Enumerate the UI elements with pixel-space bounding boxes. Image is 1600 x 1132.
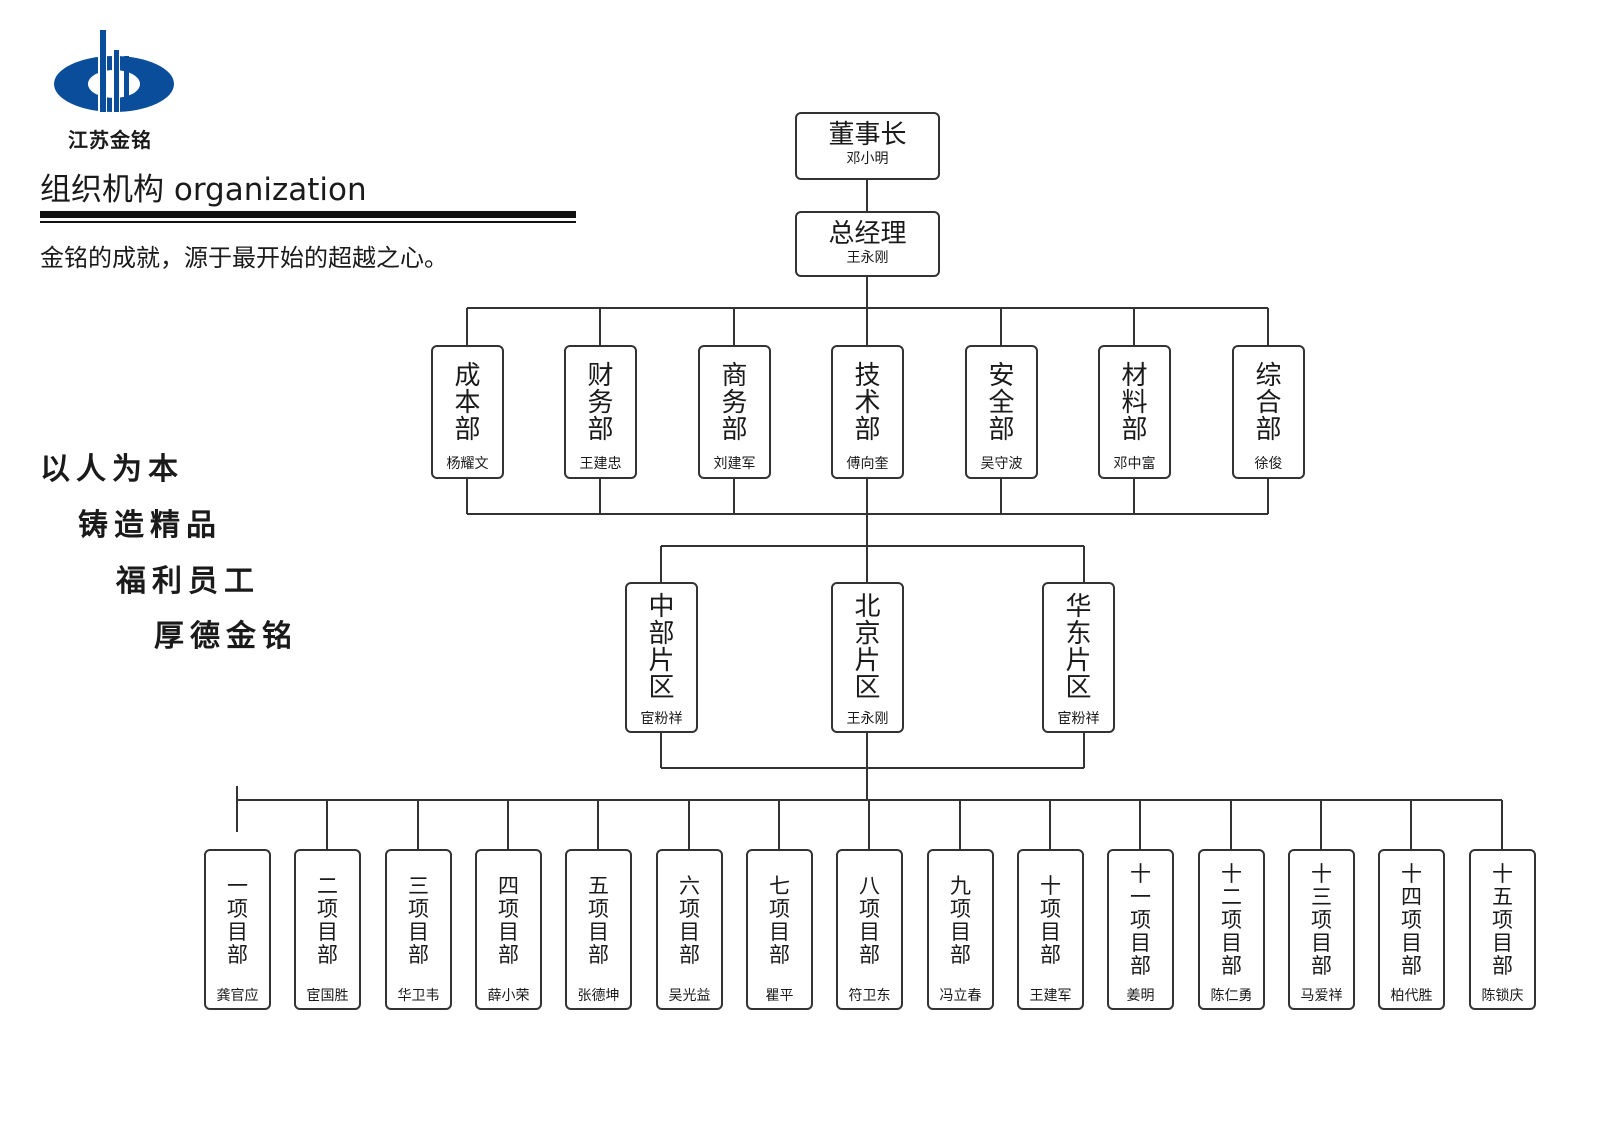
title-rule-thin: [40, 221, 576, 223]
org-node-department: 安全部 吴守波: [965, 345, 1038, 479]
org-node-department: 财务部 王建忠: [564, 345, 637, 479]
node-title: 财务部: [587, 361, 614, 445]
node-title: 综合部: [1255, 361, 1282, 445]
node-person: 王建军: [1029, 988, 1072, 1004]
org-node-department: 综合部 徐俊: [1232, 345, 1305, 479]
node-person: 陈锁庆: [1481, 988, 1524, 1004]
node-title: 成本部: [454, 361, 481, 445]
node-person: 邓中富: [1113, 456, 1156, 472]
node-title: 十二项目部: [1221, 862, 1242, 978]
org-node-project: 八项目部 符卫东: [836, 849, 903, 1010]
node-person: 邓小明: [846, 151, 889, 167]
node-person: 宦粉祥: [1057, 711, 1100, 727]
motto-line-3: 福利员工: [116, 564, 260, 599]
org-node-department: 商务部 刘建军: [698, 345, 771, 479]
node-title: 十项目部: [1040, 874, 1061, 967]
org-node-project: 四项目部 薛小荣: [475, 849, 542, 1010]
node-title: 八项目部: [859, 874, 880, 967]
org-node-project: 六项目部 吴光益: [656, 849, 723, 1010]
node-title: 五项目部: [588, 874, 609, 967]
node-person: 柏代胜: [1390, 988, 1433, 1004]
node-person: 张德坤: [577, 988, 620, 1004]
org-node-department: 成本部 杨耀文: [431, 345, 504, 479]
org-node-project: 七项目部 瞿平: [746, 849, 813, 1010]
org-node-region: 华东片区 宦粉祥: [1042, 582, 1115, 733]
node-person: 马爱祥: [1300, 988, 1343, 1004]
node-title: 七项目部: [769, 874, 790, 967]
node-title: 三项目部: [408, 874, 429, 967]
org-node-department: 材料部 邓中富: [1098, 345, 1171, 479]
node-person: 吴守波: [980, 456, 1023, 472]
node-title: 商务部: [721, 361, 748, 445]
org-node-project: 十二项目部 陈仁勇: [1198, 849, 1265, 1010]
company-name: 江苏金铭: [68, 128, 152, 152]
node-person: 陈仁勇: [1210, 988, 1253, 1004]
org-node-project: 十一项目部 姜明: [1107, 849, 1174, 1010]
org-node-project: 十五项目部 陈锁庆: [1469, 849, 1536, 1010]
motto-line-1: 以人为本: [40, 452, 184, 487]
node-person: 杨耀文: [446, 456, 489, 472]
org-node-project: 九项目部 冯立春: [927, 849, 994, 1010]
node-title: 董事长: [828, 120, 907, 150]
org-node-project: 五项目部 张德坤: [565, 849, 632, 1010]
node-title: 材料部: [1121, 361, 1148, 445]
node-person: 王建忠: [579, 456, 622, 472]
node-person: 华卫韦: [397, 988, 440, 1004]
node-person: 吴光益: [668, 988, 711, 1004]
motto-line-4: 厚德金铭: [154, 619, 298, 654]
company-logo: [54, 28, 174, 114]
node-title: 十四项目部: [1401, 862, 1422, 978]
node-person: 符卫东: [848, 988, 891, 1004]
node-title: 十三项目部: [1311, 862, 1332, 978]
node-title: 一项目部: [227, 874, 248, 967]
node-title: 六项目部: [679, 874, 700, 967]
node-person: 刘建军: [713, 456, 756, 472]
org-node-project: 二项目部 宦国胜: [294, 849, 361, 1010]
node-title: 中部片区: [648, 592, 675, 703]
org-node-project: 十四项目部 柏代胜: [1378, 849, 1445, 1010]
slogan: 金铭的成就，源于最开始的超越之心。: [40, 244, 448, 272]
org-node-region: 北京片区 王永刚: [831, 582, 904, 733]
node-title: 九项目部: [950, 874, 971, 967]
node-person: 王永刚: [846, 711, 889, 727]
node-person: 冯立春: [939, 988, 982, 1004]
node-title: 总经理: [828, 219, 907, 249]
node-title: 北京片区: [854, 592, 881, 703]
org-node-region: 中部片区 宦粉祥: [625, 582, 698, 733]
node-title: 技术部: [854, 361, 881, 445]
org-node-project: 十项目部 王建军: [1017, 849, 1084, 1010]
page-title: 组织机构 organization: [40, 172, 367, 208]
node-person: 薛小荣: [487, 988, 530, 1004]
node-person: 徐俊: [1254, 456, 1283, 472]
org-node-project: 十三项目部 马爱祥: [1288, 849, 1355, 1010]
node-person: 王永刚: [846, 250, 889, 266]
node-person: 宦国胜: [306, 988, 349, 1004]
node-title: 安全部: [988, 361, 1015, 445]
node-title: 四项目部: [498, 874, 519, 967]
node-title: 十一项目部: [1130, 862, 1151, 978]
node-person: 傅向奎: [846, 456, 889, 472]
node-person: 瞿平: [765, 988, 794, 1004]
org-node-general-manager: 总经理 王永刚: [795, 211, 940, 277]
node-person: 龚官应: [216, 988, 259, 1004]
motto-line-2: 铸造精品: [78, 508, 222, 543]
title-rule-thick: [40, 211, 576, 218]
org-node-chairman: 董事长 邓小明: [795, 112, 940, 180]
node-title: 十五项目部: [1492, 862, 1513, 978]
node-title: 二项目部: [317, 874, 338, 967]
node-person: 姜明: [1126, 988, 1155, 1004]
org-node-project: 三项目部 华卫韦: [385, 849, 452, 1010]
node-person: 宦粉祥: [640, 711, 683, 727]
org-node-project: 一项目部 龚官应: [204, 849, 271, 1010]
org-node-department: 技术部 傅向奎: [831, 345, 904, 479]
node-title: 华东片区: [1065, 592, 1092, 703]
